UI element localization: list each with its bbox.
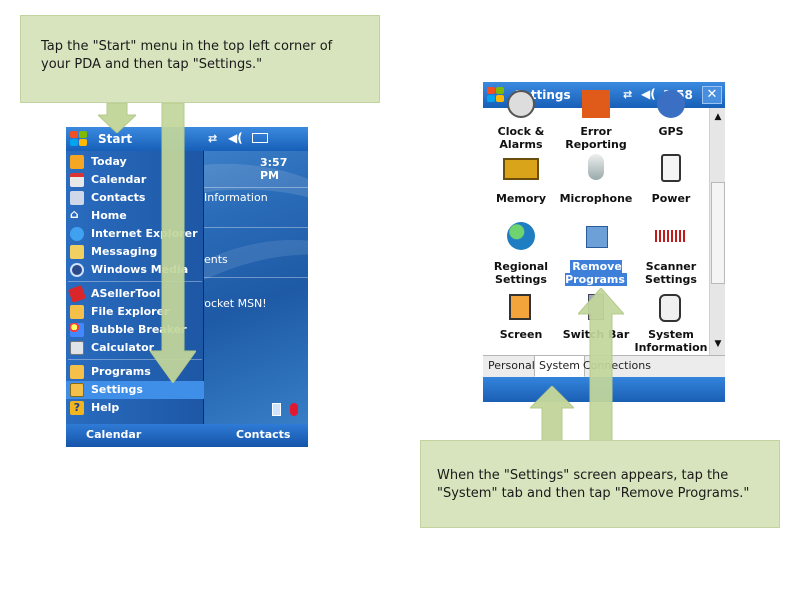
today-item-appointments[interactable]: ents bbox=[204, 253, 228, 266]
today-time: 3:57 PM bbox=[260, 156, 288, 182]
settings-screenshot: Settings ⇄ ◀( 3:58 ✕ Clock & Alarms Erro… bbox=[483, 82, 725, 402]
windows-media-icon bbox=[70, 263, 84, 277]
home-icon: ⌂ bbox=[70, 207, 79, 221]
input-panel-icon[interactable] bbox=[272, 403, 281, 416]
start-title-bar: Start ⇄ ◀( bbox=[66, 127, 308, 151]
tab-system[interactable]: System bbox=[534, 356, 586, 377]
today-icon bbox=[70, 155, 84, 169]
remove-programs-icon bbox=[586, 226, 608, 248]
globe-icon bbox=[507, 222, 535, 250]
instruction-text-step2: When the "Settings" screen appears, tap … bbox=[437, 468, 750, 501]
system-information-icon bbox=[659, 294, 681, 322]
menu-item-asellertool[interactable]: ASellerTool bbox=[66, 285, 204, 303]
memory-icon bbox=[503, 158, 539, 180]
menu-item-calculator[interactable]: Calculator bbox=[66, 339, 204, 357]
settings-item-error-reporting[interactable]: Error Reporting bbox=[558, 90, 634, 152]
volume-icon[interactable]: ◀( bbox=[641, 87, 656, 101]
start-menu-screenshot: Information ents Pocket MSN! 3:57 PM Sta… bbox=[66, 127, 308, 447]
connectivity-icon[interactable]: ⇄ bbox=[208, 132, 218, 145]
windows-flag-icon[interactable] bbox=[70, 131, 90, 147]
menu-item-file-explorer[interactable]: File Explorer bbox=[66, 303, 204, 321]
settings-icon bbox=[70, 383, 84, 397]
file-explorer-icon bbox=[70, 305, 84, 319]
asellertool-icon bbox=[68, 285, 86, 303]
notification-icon[interactable] bbox=[290, 403, 298, 416]
gps-icon bbox=[657, 90, 685, 118]
today-item-pocket-msn[interactable]: Pocket MSN! bbox=[198, 297, 267, 310]
settings-item-microphone[interactable]: Microphone bbox=[558, 154, 634, 208]
today-item-information[interactable]: Information bbox=[204, 191, 268, 204]
help-icon: ? bbox=[70, 401, 84, 415]
calculator-icon bbox=[70, 341, 84, 355]
connectivity-icon[interactable]: ⇄ bbox=[623, 88, 633, 101]
settings-item-gps[interactable]: GPS bbox=[633, 90, 709, 152]
battery-icon[interactable] bbox=[252, 133, 268, 143]
windows-flag-icon[interactable] bbox=[487, 87, 507, 103]
menu-item-help[interactable]: ? Help bbox=[66, 399, 204, 417]
programs-folder-icon bbox=[70, 365, 84, 379]
menu-separator bbox=[68, 281, 202, 282]
settings-item-memory[interactable]: Memory bbox=[483, 154, 559, 208]
menu-item-programs[interactable]: Programs bbox=[66, 363, 204, 381]
arrow-to-settings-item bbox=[150, 103, 196, 383]
scroll-down-arrow-icon[interactable]: ▼ bbox=[714, 339, 722, 349]
arrow-to-start-menu bbox=[98, 103, 136, 133]
menu-item-settings[interactable]: Settings bbox=[66, 381, 204, 399]
bubble-breaker-icon bbox=[70, 323, 84, 337]
instruction-text-step1: Tap the "Start" menu in the top left cor… bbox=[41, 39, 333, 72]
softkey-calendar[interactable]: Calendar bbox=[86, 428, 142, 441]
instruction-callout-start: Tap the "Start" menu in the top left cor… bbox=[20, 15, 380, 103]
settings-item-screen[interactable]: Screen bbox=[483, 290, 559, 356]
clock-icon bbox=[507, 90, 535, 118]
scanner-icon bbox=[655, 230, 687, 242]
close-button[interactable]: ✕ bbox=[702, 86, 722, 104]
menu-item-home[interactable]: ⌂ Home bbox=[70, 207, 127, 222]
settings-item-regional-settings[interactable]: Regional Settings bbox=[483, 222, 559, 292]
messaging-icon bbox=[70, 245, 84, 259]
arrow-to-remove-programs bbox=[578, 288, 624, 442]
menu-separator bbox=[68, 359, 202, 360]
internet-explorer-icon bbox=[70, 227, 84, 241]
menu-item-calendar[interactable]: Calendar bbox=[66, 171, 204, 189]
menu-item-contacts[interactable]: Contacts bbox=[66, 189, 204, 207]
settings-item-power[interactable]: Power bbox=[633, 154, 709, 208]
screen-icon bbox=[509, 294, 531, 320]
calendar-icon bbox=[70, 173, 84, 187]
softkey-contacts[interactable]: Contacts bbox=[236, 428, 291, 441]
softkey-bar: Calendar Contacts bbox=[66, 424, 308, 447]
settings-item-system-information[interactable]: System Information bbox=[633, 290, 709, 356]
scrollbar-thumb[interactable] bbox=[711, 182, 725, 284]
instruction-callout-settings: When the "Settings" screen appears, tap … bbox=[420, 440, 780, 528]
contacts-icon bbox=[70, 191, 84, 205]
settings-scrollbar[interactable]: ▲ ▼ bbox=[709, 108, 725, 355]
menu-item-today[interactable]: Today bbox=[66, 153, 204, 171]
settings-item-clock-alarms[interactable]: Clock & Alarms bbox=[483, 90, 559, 152]
tab-personal[interactable]: Personal bbox=[488, 359, 535, 372]
power-icon bbox=[661, 154, 681, 182]
microphone-icon bbox=[588, 154, 604, 180]
arrow-to-system-tab bbox=[530, 386, 574, 442]
scroll-up-arrow-icon[interactable]: ▲ bbox=[714, 112, 722, 122]
menu-item-messaging[interactable]: Messaging bbox=[66, 243, 204, 261]
settings-item-remove-programs[interactable]: Remove Programs bbox=[558, 222, 634, 292]
settings-item-scanner-settings[interactable]: Scanner Settings bbox=[633, 222, 709, 292]
error-reporting-icon bbox=[582, 90, 610, 118]
volume-icon[interactable]: ◀( bbox=[228, 131, 243, 145]
start-menu-button[interactable]: Start bbox=[98, 132, 133, 146]
